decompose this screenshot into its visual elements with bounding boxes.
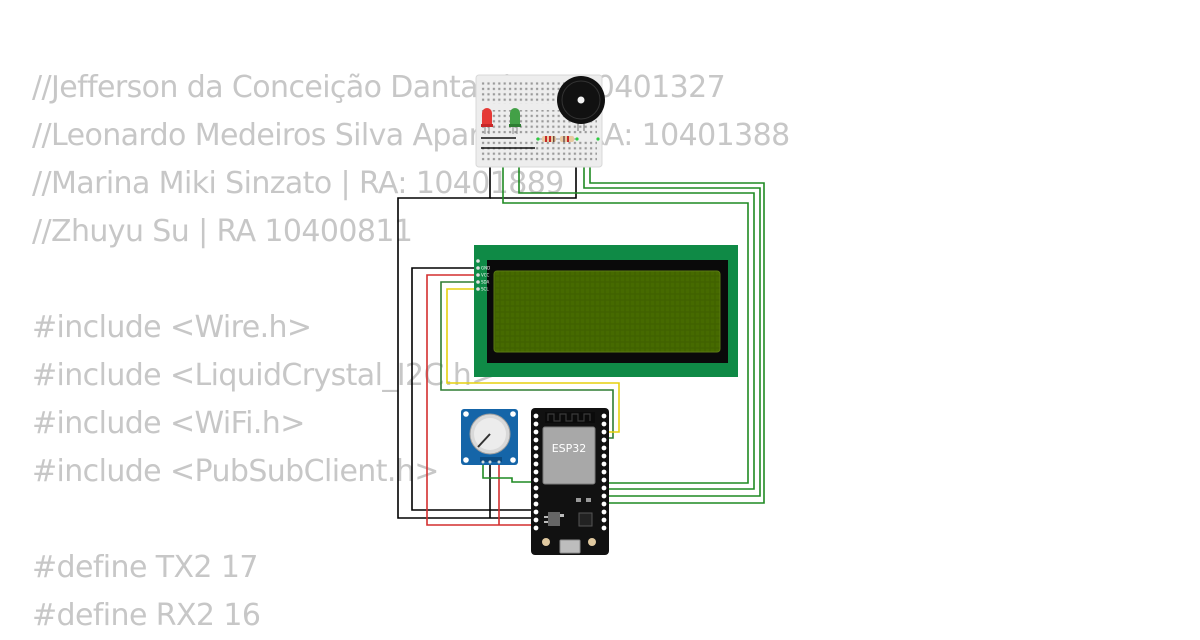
code-line[interactable]: #define TX2 17: [32, 550, 258, 585]
lcd-pin-label: GND: [481, 266, 490, 271]
green-led-icon[interactable]: [509, 108, 521, 134]
code-line[interactable]: #include <PubSubClient.h>: [32, 454, 439, 489]
code-line[interactable]: //Zhuyu Su | RA 10400811: [32, 214, 413, 249]
lcd-pin-label: SCL: [481, 287, 489, 292]
wire-sda[interactable]: [440, 281, 614, 439]
code-line[interactable]: #include <Wire.h>: [32, 310, 312, 345]
lcd-pin-label: VCC: [481, 273, 490, 278]
resistor-icon[interactable]: [536, 136, 600, 142]
code-line[interactable]: #include <WiFi.h>: [32, 406, 305, 441]
lcd-pin-header: GND VCC SDA SCL: [476, 259, 490, 292]
lcd-pin-label: SDA: [481, 280, 490, 285]
esp32-left-pins: [533, 413, 539, 531]
usb-port-icon[interactable]: [559, 539, 581, 554]
wire-scl[interactable]: [446, 288, 620, 433]
code-line[interactable]: #include <LiquidCrystal_I2C.h>: [32, 358, 496, 393]
wire-led-green[interactable]: [518, 150, 755, 490]
wire-gnd-lcd[interactable]: [411, 267, 534, 511]
code-line[interactable]: #define RX2 16: [32, 598, 261, 633]
wire-vcc-lcd[interactable]: [426, 274, 534, 526]
wire-gnd-breadboard-right[interactable]: [490, 160, 577, 199]
red-led-icon[interactable]: [481, 108, 493, 134]
lcd-display-icon[interactable]: GND VCC SDA SCL: [474, 245, 738, 377]
wire-pot-signal[interactable]: [482, 463, 534, 483]
buzzer-icon[interactable]: [557, 76, 605, 131]
wire-gnd-outer[interactable]: [397, 145, 534, 519]
esp32-right-pins: [601, 413, 607, 531]
potentiometer-icon[interactable]: [461, 409, 518, 465]
esp32-label: ESP32: [552, 442, 587, 455]
wire-buzzer-1[interactable]: [583, 130, 761, 497]
wire-led-red[interactable]: [502, 150, 749, 484]
esp32-board-icon[interactable]: ESP32: [531, 408, 609, 555]
